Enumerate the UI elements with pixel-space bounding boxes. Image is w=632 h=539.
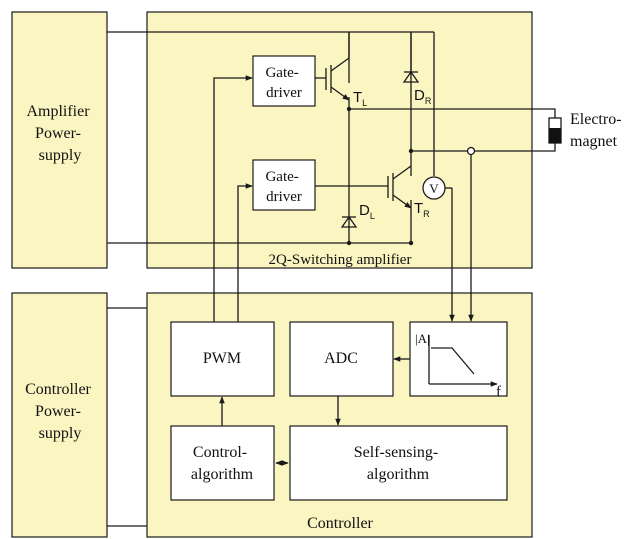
transistor-tr-symbol	[387, 165, 412, 209]
pwm-label: PWM	[203, 350, 241, 367]
filter-graph	[428, 335, 498, 387]
junction-dot	[346, 240, 352, 246]
pwm-to-gate-top	[213, 75, 253, 322]
control-algorithm-block	[170, 425, 275, 501]
transistor-tl-symbol	[325, 32, 350, 101]
filter-x-axis-label: f	[496, 384, 501, 400]
junction-dot	[408, 148, 414, 154]
gate-driver-bottom-label: Gate- driver	[265, 169, 302, 205]
adc-block	[289, 321, 394, 397]
adc-label: ADC	[324, 350, 358, 367]
gate-driver-top-label: Gate- driver	[265, 65, 302, 101]
pwm-to-gate-bottom	[237, 183, 253, 322]
gate-driver-top	[252, 55, 316, 107]
transistor-tl-label: TL	[353, 89, 367, 108]
voltmeter-label: V	[429, 181, 439, 196]
electromagnet-core	[549, 128, 561, 143]
self-sensing-label: Self-sensing- algorithm	[354, 444, 442, 483]
transistor-tr-label: TR	[414, 200, 430, 219]
switching-amplifier-label: 2Q-Switching amplifier	[269, 252, 412, 268]
electromagnet-label: Electro- magnet	[570, 111, 626, 150]
diode-dr-label: DR	[414, 87, 432, 106]
amp-supply-label: Amplifier Power- supply	[26, 103, 93, 164]
self-sensing-block	[289, 425, 508, 501]
switching-amplifier-panel	[146, 11, 533, 269]
ctrl-supply-label: Controller Power- supply	[25, 381, 95, 442]
junction-dot	[346, 106, 352, 112]
magnet-wire-top	[349, 108, 556, 118]
junction-dot	[408, 240, 414, 246]
controller-label: Controller	[307, 515, 373, 532]
current-sensor	[466, 146, 476, 156]
control-algorithm-label: Control- algorithm	[191, 444, 254, 483]
amplifier-power-supply-block	[11, 11, 108, 269]
diode-dr-symbol	[402, 32, 420, 83]
controller-power-supply-block	[11, 292, 108, 538]
magnet-wire-bottom	[411, 143, 556, 152]
gate-driver-bottom	[252, 159, 316, 211]
diode-dl-symbol	[340, 215, 358, 228]
diode-dl-label: DL	[359, 202, 375, 221]
filter-y-axis-label: |A|	[415, 331, 430, 346]
pwm-block	[170, 321, 275, 397]
